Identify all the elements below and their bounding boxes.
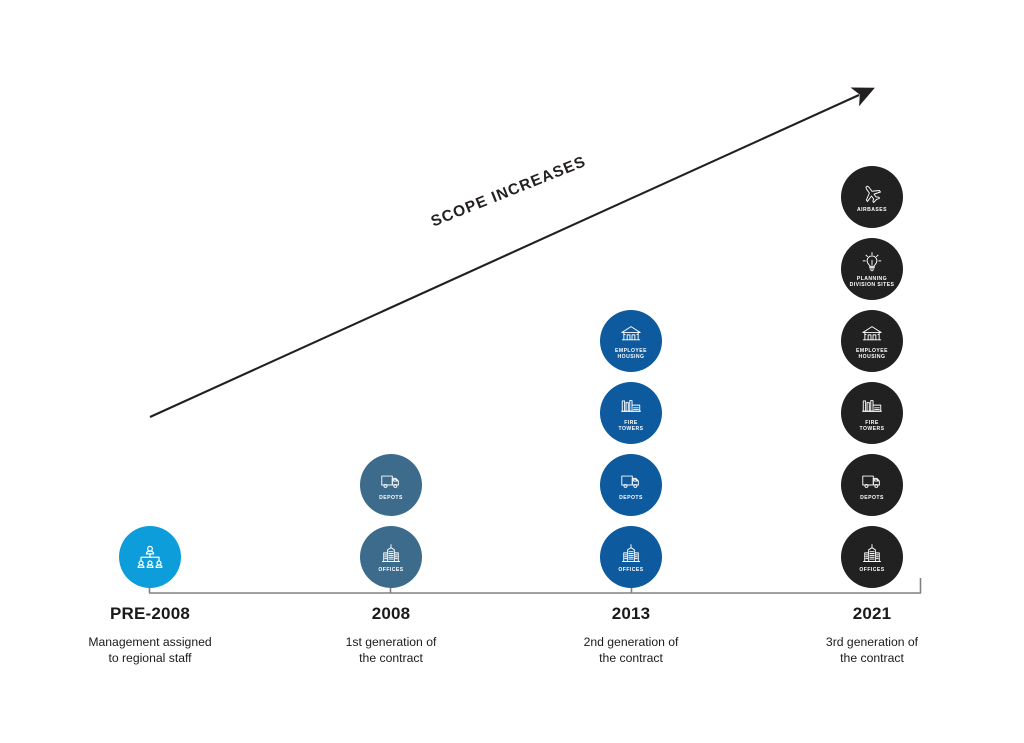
column-labels: 2021 3rd generation of the contract xyxy=(772,604,972,666)
column-labels: 2008 1st generation of the contract xyxy=(291,604,491,666)
node-stack: OFFICES DEPOTS FIRE TOWERS EMPLOYEE HOUS… xyxy=(531,310,731,588)
scope-node-label: FIRE TOWERS xyxy=(618,419,644,433)
column-year: 2013 xyxy=(611,604,651,623)
column-description: 1st generation of the contract xyxy=(345,635,437,665)
scope-node-fire-towers[interactable]: FIRE TOWERS xyxy=(841,382,903,444)
timeline-column-2021: OFFICES DEPOTS FIRE TOWERS EMPLOYEE HOUS… xyxy=(772,0,972,743)
factory-icon xyxy=(620,395,642,417)
truck-icon xyxy=(861,471,883,493)
column-labels: 2013 2nd generation of the contract xyxy=(531,604,731,666)
timeline-column-pre-2008: PRE-2008 Management assigned to regional… xyxy=(50,0,250,743)
column-year: 2021 xyxy=(852,604,892,623)
scope-node-fire-towers[interactable]: FIRE TOWERS xyxy=(600,382,662,444)
node-stack xyxy=(50,526,250,588)
office-building-icon xyxy=(861,543,883,565)
truck-icon xyxy=(620,471,642,493)
scope-node-label: OFFICES xyxy=(618,567,644,574)
scope-node-offices[interactable]: OFFICES xyxy=(600,526,662,588)
column-labels: PRE-2008 Management assigned to regional… xyxy=(50,604,250,666)
column-year: PRE-2008 xyxy=(109,604,191,623)
node-stack: OFFICES DEPOTS FIRE TOWERS EMPLOYEE HOUS… xyxy=(772,166,972,588)
timeline-column-2008: OFFICES DEPOTS 2008 1st generation of th… xyxy=(291,0,491,743)
scope-node-offices[interactable]: OFFICES xyxy=(360,526,422,588)
node-stack: OFFICES DEPOTS xyxy=(291,454,491,588)
scope-node-label: EMPLOYEE HOUSING xyxy=(615,347,647,361)
truck-icon xyxy=(380,471,402,493)
scope-node-label: PLANNING DIVISION SITES xyxy=(849,275,895,289)
scope-node-label: AIRBASES xyxy=(857,207,887,214)
lightbulb-icon xyxy=(861,251,883,273)
scope-node-offices[interactable]: OFFICES xyxy=(841,526,903,588)
scope-node-label: OFFICES xyxy=(378,567,404,574)
scope-node-label: OFFICES xyxy=(859,567,885,574)
scope-node-employee-housing[interactable]: EMPLOYEE HOUSING xyxy=(841,310,903,372)
column-year: 2008 xyxy=(371,604,411,623)
timeline-column-2013: OFFICES DEPOTS FIRE TOWERS EMPLOYEE HOUS… xyxy=(531,0,731,743)
scope-node-airbases[interactable]: AIRBASES xyxy=(841,166,903,228)
scope-node-label: DEPOTS xyxy=(619,495,643,502)
column-description: 2nd generation of the contract xyxy=(583,635,679,665)
scope-node-label: DEPOTS xyxy=(860,495,884,502)
scope-node-depots[interactable]: DEPOTS xyxy=(600,454,662,516)
column-description: 3rd generation of the contract xyxy=(825,635,919,665)
office-building-icon xyxy=(620,543,642,565)
airplane-icon xyxy=(861,183,883,205)
scope-node-depots[interactable]: DEPOTS xyxy=(841,454,903,516)
office-building-icon xyxy=(380,543,402,565)
scope-node-employee-housing[interactable]: EMPLOYEE HOUSING xyxy=(600,310,662,372)
house-icon xyxy=(861,323,883,345)
column-description: Management assigned to regional staff xyxy=(88,635,212,665)
scope-node-label: FIRE TOWERS xyxy=(859,419,885,433)
org-chart-icon xyxy=(135,543,165,573)
scope-node-depots[interactable]: DEPOTS xyxy=(360,454,422,516)
scope-node-label: DEPOTS xyxy=(379,495,403,502)
scope-node-planning-division-sites[interactable]: PLANNING DIVISION SITES xyxy=(841,238,903,300)
scope-node-management[interactable] xyxy=(119,526,181,588)
scope-node-label: EMPLOYEE HOUSING xyxy=(856,347,888,361)
house-icon xyxy=(620,323,642,345)
factory-icon xyxy=(861,395,883,417)
